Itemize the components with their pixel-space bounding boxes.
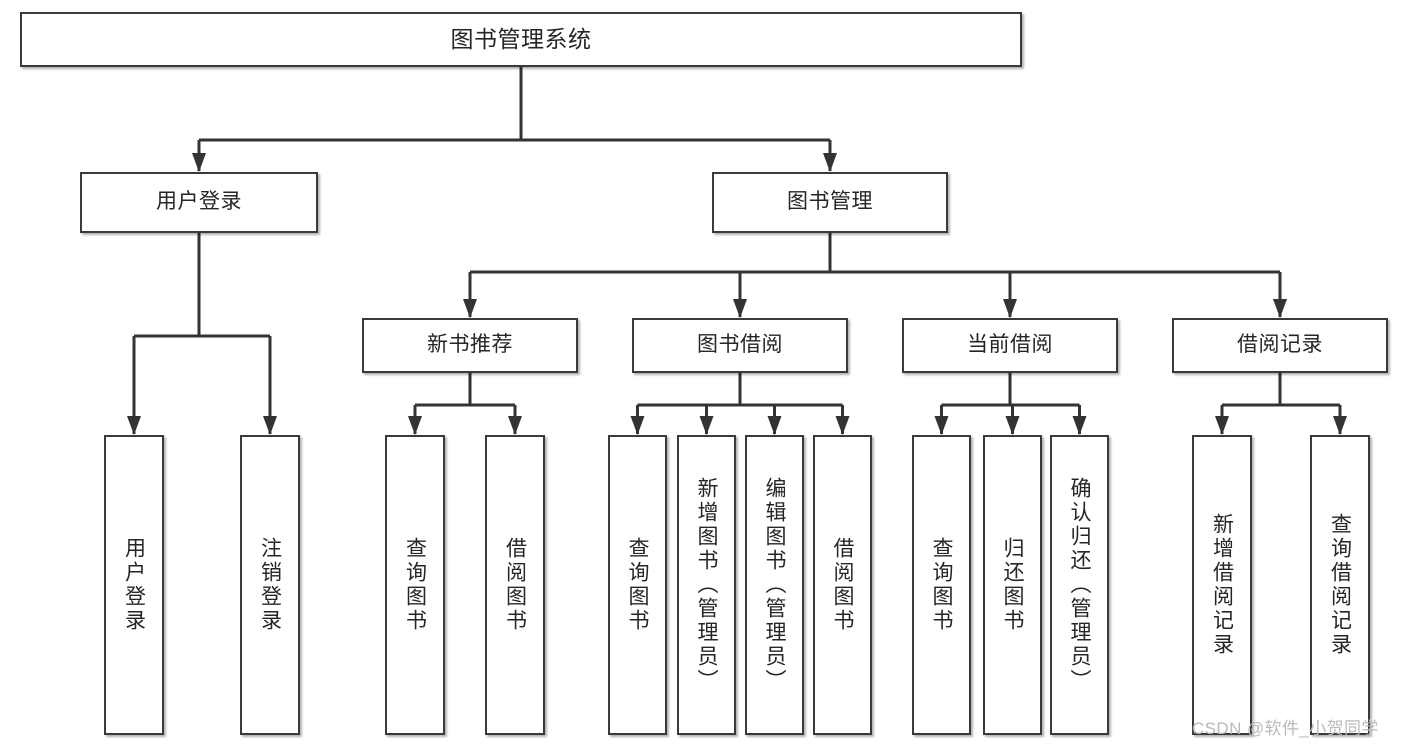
node-label-leaf-query-book-1: 查询图书 (403, 537, 427, 633)
node-leaf-query-book-3[interactable]: 查询图书 (912, 435, 971, 735)
node-label-root: 图书管理系统 (450, 26, 592, 53)
node-label-leaf-return-book: 归还图书 (1001, 537, 1024, 633)
node-label-book-manage: 图书管理 (787, 190, 873, 214)
node-label-user-login: 用户登录 (156, 190, 242, 214)
node-label-leaf-query-book-3: 查询图书 (930, 537, 953, 633)
node-label-leaf-edit-book: 编辑图书（管理员） (763, 477, 786, 693)
node-label-new-book-rec: 新书推荐 (427, 333, 513, 357)
node-leaf-add-book[interactable]: 新增图书（管理员） (677, 435, 736, 735)
node-label-leaf-add-book: 新增图书（管理员） (695, 477, 718, 693)
node-borrow-record[interactable]: 借阅记录 (1172, 318, 1388, 373)
node-leaf-edit-book[interactable]: 编辑图书（管理员） (745, 435, 804, 735)
node-label-leaf-confirm-return: 确认归还（管理员） (1068, 477, 1091, 693)
csdn-watermark: CSDN @软件_小贺同学 (1192, 719, 1379, 738)
node-label-leaf-query-record: 查询借阅记录 (1328, 513, 1352, 657)
node-leaf-add-record[interactable]: 新增借阅记录 (1192, 435, 1252, 735)
node-leaf-query-record[interactable]: 查询借阅记录 (1310, 435, 1370, 735)
node-leaf-user-login[interactable]: 用户登录 (104, 435, 164, 735)
node-new-book-rec[interactable]: 新书推荐 (362, 318, 578, 373)
node-leaf-confirm-return[interactable]: 确认归还（管理员） (1050, 435, 1109, 735)
node-leaf-user-logout[interactable]: 注销登录 (240, 435, 300, 735)
node-label-book-borrow: 图书借阅 (697, 333, 783, 357)
node-leaf-borrow-book-1[interactable]: 借阅图书 (485, 435, 545, 735)
node-label-leaf-borrow-book-2: 借阅图书 (831, 537, 854, 633)
node-leaf-return-book[interactable]: 归还图书 (983, 435, 1042, 735)
node-label-leaf-user-login: 用户登录 (122, 537, 146, 633)
node-current-borrow[interactable]: 当前借阅 (902, 318, 1118, 373)
node-user-login[interactable]: 用户登录 (80, 172, 318, 233)
node-label-current-borrow: 当前借阅 (967, 333, 1053, 357)
node-book-manage[interactable]: 图书管理 (712, 172, 948, 233)
node-leaf-query-book-1[interactable]: 查询图书 (385, 435, 445, 735)
node-leaf-query-book-2[interactable]: 查询图书 (608, 435, 667, 735)
node-label-leaf-user-logout: 注销登录 (258, 537, 282, 633)
node-label-borrow-record: 借阅记录 (1237, 333, 1323, 357)
node-label-leaf-borrow-book-1: 借阅图书 (503, 537, 527, 633)
node-label-leaf-query-book-2: 查询图书 (626, 537, 649, 633)
node-book-borrow[interactable]: 图书借阅 (632, 318, 848, 373)
node-leaf-borrow-book-2[interactable]: 借阅图书 (813, 435, 872, 735)
node-root[interactable]: 图书管理系统 (20, 12, 1022, 67)
node-label-leaf-add-record: 新增借阅记录 (1210, 513, 1234, 657)
